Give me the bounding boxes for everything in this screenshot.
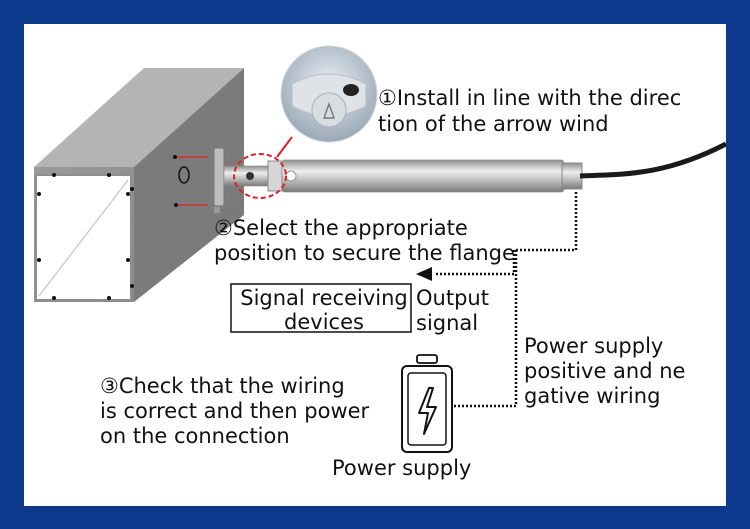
output-signal-line2: signal [416, 311, 479, 335]
step3-line1: ③Check that the wiring [100, 374, 345, 398]
probe-sensing-hole [246, 172, 254, 180]
flange-plate [213, 147, 225, 207]
zoom-sensing-hole [343, 84, 359, 96]
duct-rivets [37, 173, 134, 300]
cable-gland [561, 162, 583, 190]
step3-line3: on the connection [100, 424, 290, 448]
highlight-ring [233, 153, 287, 199]
step2-line2: position to secure the flange [214, 241, 515, 265]
step1-line2: tion of the arrow wind [378, 112, 609, 136]
zoom-probe-end [311, 92, 347, 128]
wiring-label-line2: positive and ne [524, 359, 686, 383]
step2-line1: ②Select the appropriate [214, 216, 468, 240]
step1-line1: ①Install in line with the direc [378, 86, 682, 110]
air-duct [34, 68, 244, 302]
output-signal-line1: Output [416, 286, 489, 310]
installation-diagram [34, 45, 726, 453]
diagram-panel: ①Install in line with the direc tion of … [24, 24, 726, 506]
receiver-label-line1: Signal receiving [240, 286, 408, 310]
probe-label-dot [285, 170, 297, 182]
zoom-detail [280, 45, 378, 143]
flange-clamp [267, 160, 283, 192]
power-supply-label: Power supply [332, 456, 472, 480]
mounting-screw-head [214, 207, 220, 213]
lightning-bolt-icon [418, 387, 437, 435]
callout-leader [276, 136, 293, 158]
wiring-label-line3: gative wiring [524, 384, 661, 408]
wiring-lines [434, 192, 578, 408]
probe-body [281, 159, 565, 193]
wind-sensor-probe [213, 141, 726, 213]
power-wire [454, 250, 518, 408]
step3-line2: is correct and then power [100, 399, 370, 423]
wiring-label-line1: Power supply [524, 334, 664, 358]
flange-bolt-holes [173, 155, 178, 207]
duct-mount-hole [178, 166, 190, 184]
duct-opening-diagonal [38, 179, 129, 297]
duct-top-face [34, 68, 244, 167]
output-wire [434, 192, 578, 276]
wind-direction-arrow-icon [323, 101, 335, 119]
output-arrow-icon [416, 267, 432, 281]
receiver-label-line2: devices [284, 310, 364, 334]
battery-icon [401, 354, 453, 453]
sensor-cable [579, 141, 726, 179]
duct-side-face [134, 68, 244, 302]
receiver-box [230, 283, 412, 333]
